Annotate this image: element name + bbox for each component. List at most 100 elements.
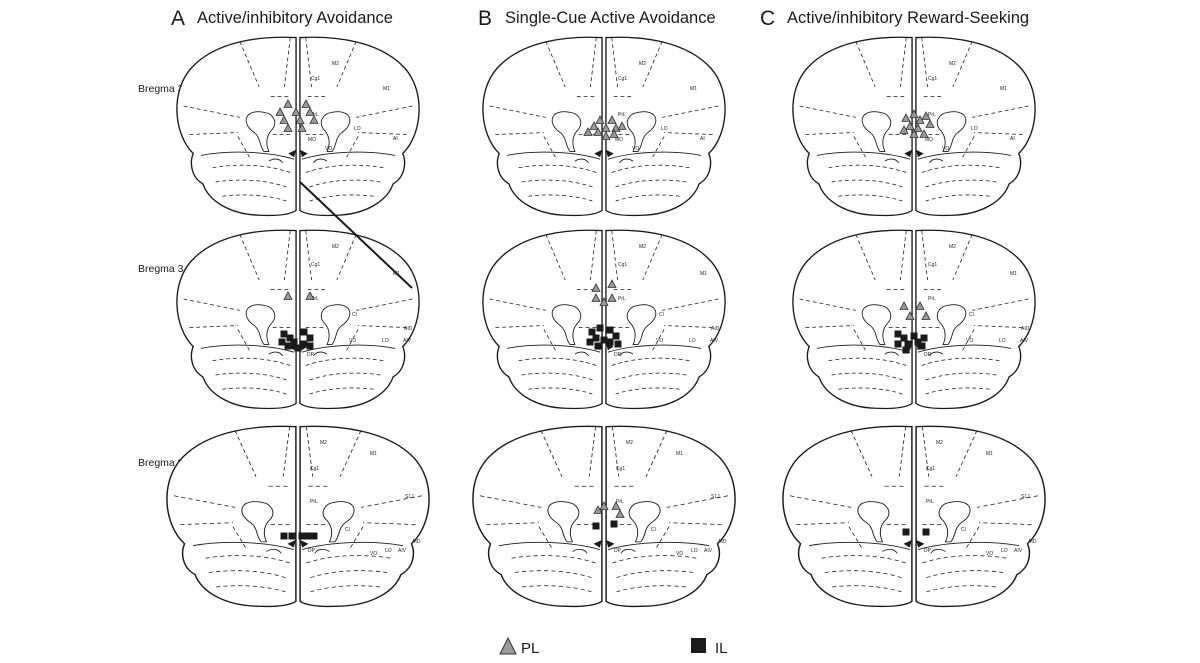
region-labels-3-20-b: M2 M1 Cg1 PrL Cl AID VO LO AIV DP bbox=[614, 244, 720, 358]
panel-a-letter: A bbox=[171, 7, 185, 30]
svg-text:AIV: AIV bbox=[403, 338, 412, 344]
region-labels-3-20-c: M2 M1 Cg1 PrL Cl AID VO LO AIV DP bbox=[924, 244, 1030, 358]
il-marker-square bbox=[280, 330, 288, 338]
svg-text:AIV: AIV bbox=[704, 548, 713, 554]
il-marker-square bbox=[922, 528, 930, 536]
svg-text:VO: VO bbox=[349, 338, 356, 344]
il-marker-square bbox=[606, 326, 614, 334]
svg-text:M2: M2 bbox=[639, 244, 646, 250]
pl-marker-triangle bbox=[283, 291, 293, 300]
il-marker-square bbox=[920, 334, 928, 342]
svg-text:S1J: S1J bbox=[711, 494, 720, 500]
pl-marker-triangle bbox=[589, 121, 599, 130]
svg-text:LO: LO bbox=[999, 338, 1006, 344]
svg-text:PrL: PrL bbox=[310, 499, 318, 505]
svg-text:M2: M2 bbox=[332, 61, 339, 67]
svg-text:M1: M1 bbox=[690, 86, 697, 92]
pl-marker-triangle bbox=[591, 283, 601, 292]
pl-marker-triangle bbox=[279, 115, 289, 124]
il-marker-square bbox=[894, 330, 902, 338]
pl-marker-triangle bbox=[611, 501, 621, 510]
svg-text:VO: VO bbox=[632, 146, 639, 152]
pl-marker-triangle bbox=[301, 99, 311, 108]
pl-marker-triangle bbox=[583, 127, 593, 136]
il-marker-square bbox=[914, 338, 922, 346]
section-b-2-70 bbox=[472, 425, 736, 608]
il-marker-square bbox=[592, 334, 600, 342]
il-marker-square bbox=[594, 342, 602, 350]
pl-marker-triangle bbox=[899, 125, 909, 134]
svg-text:MO: MO bbox=[615, 137, 623, 143]
pl-marker-triangle bbox=[283, 123, 293, 132]
pl-marker-triangle bbox=[925, 119, 935, 128]
section-a-3-20 bbox=[176, 229, 420, 410]
il-marker-square bbox=[300, 340, 308, 348]
svg-text:AID: AID bbox=[718, 539, 727, 545]
svg-text:VO: VO bbox=[325, 146, 332, 152]
il-marker-square bbox=[280, 532, 288, 540]
svg-text:M1: M1 bbox=[986, 451, 993, 457]
pl-marker-triangle bbox=[291, 107, 301, 116]
region-labels-2-70-c: M2 M1 Cg1 PrL S1J Cl AID VO LO AIV DP bbox=[924, 440, 1037, 557]
svg-text:M1: M1 bbox=[393, 271, 400, 277]
svg-text:M2: M2 bbox=[320, 440, 327, 446]
svg-text:PrL: PrL bbox=[618, 296, 626, 302]
pl-marker-triangle bbox=[593, 127, 603, 136]
il-marker-square bbox=[910, 332, 918, 340]
legend-pl-triangle-icon bbox=[499, 636, 517, 655]
svg-text:AID: AID bbox=[711, 326, 720, 332]
pl-marker-triangle bbox=[305, 107, 315, 116]
svg-text:M2: M2 bbox=[639, 61, 646, 67]
region-labels-3-70-b: M2 M1 Cg1 PrL LO AI VO MO bbox=[615, 61, 705, 152]
pl-marker-triangle bbox=[601, 131, 611, 140]
svg-text:LO: LO bbox=[971, 126, 978, 132]
injection-site-markers bbox=[275, 99, 935, 540]
svg-text:AI: AI bbox=[393, 136, 398, 142]
il-marker-square bbox=[284, 342, 292, 350]
il-marker-square bbox=[300, 328, 308, 336]
svg-text:AID: AID bbox=[1021, 326, 1030, 332]
svg-text:Cl: Cl bbox=[651, 527, 656, 533]
pl-marker-triangle bbox=[607, 115, 617, 124]
svg-text:M1: M1 bbox=[370, 451, 377, 457]
panel-b-title: Single-Cue Active Avoidance bbox=[505, 9, 716, 27]
panel-b-letter: B bbox=[478, 7, 492, 30]
panel-c-title: Active/inhibitory Reward-Seeking bbox=[787, 9, 1029, 27]
svg-text:DP: DP bbox=[614, 548, 622, 554]
svg-text:Cg1: Cg1 bbox=[311, 262, 320, 268]
svg-text:AIV: AIV bbox=[1020, 338, 1029, 344]
svg-text:M2: M2 bbox=[626, 440, 633, 446]
pl-marker-triangle bbox=[899, 301, 909, 310]
svg-text:M1: M1 bbox=[383, 86, 390, 92]
region-labels-3-70-c: M2 M1 Cg1 PrL LO AI VO MO bbox=[925, 61, 1015, 152]
svg-text:Cl: Cl bbox=[659, 312, 664, 318]
svg-text:MO: MO bbox=[308, 137, 316, 143]
svg-text:M2: M2 bbox=[949, 244, 956, 250]
il-marker-square bbox=[586, 338, 594, 346]
section-b-3-20 bbox=[482, 229, 726, 410]
pl-marker-triangle bbox=[609, 129, 619, 138]
svg-text:Cg1: Cg1 bbox=[310, 466, 319, 472]
svg-text:AID: AID bbox=[404, 326, 413, 332]
svg-text:M1: M1 bbox=[1010, 271, 1017, 277]
svg-text:VO: VO bbox=[942, 146, 949, 152]
il-marker-square bbox=[298, 532, 306, 540]
il-marker-square bbox=[894, 340, 902, 348]
svg-text:M1: M1 bbox=[676, 451, 683, 457]
region-labels-3-70-a: M2 M1 Cg1 PrL LO AI VO MO bbox=[308, 61, 398, 152]
il-marker-square bbox=[610, 520, 618, 528]
svg-text:M2: M2 bbox=[949, 61, 956, 67]
il-marker-square bbox=[592, 522, 600, 530]
legend: PL IL bbox=[499, 636, 728, 657]
svg-text:VO: VO bbox=[676, 551, 683, 557]
svg-text:VO: VO bbox=[966, 338, 973, 344]
svg-text:LO: LO bbox=[689, 338, 696, 344]
section-c-3-70 bbox=[792, 36, 1036, 217]
il-marker-square bbox=[588, 328, 596, 336]
il-marker-square bbox=[902, 346, 910, 354]
il-marker-square bbox=[306, 342, 314, 350]
il-marker-square bbox=[288, 532, 296, 540]
pl-marker-triangle bbox=[921, 311, 931, 320]
il-marker-square bbox=[612, 332, 620, 340]
